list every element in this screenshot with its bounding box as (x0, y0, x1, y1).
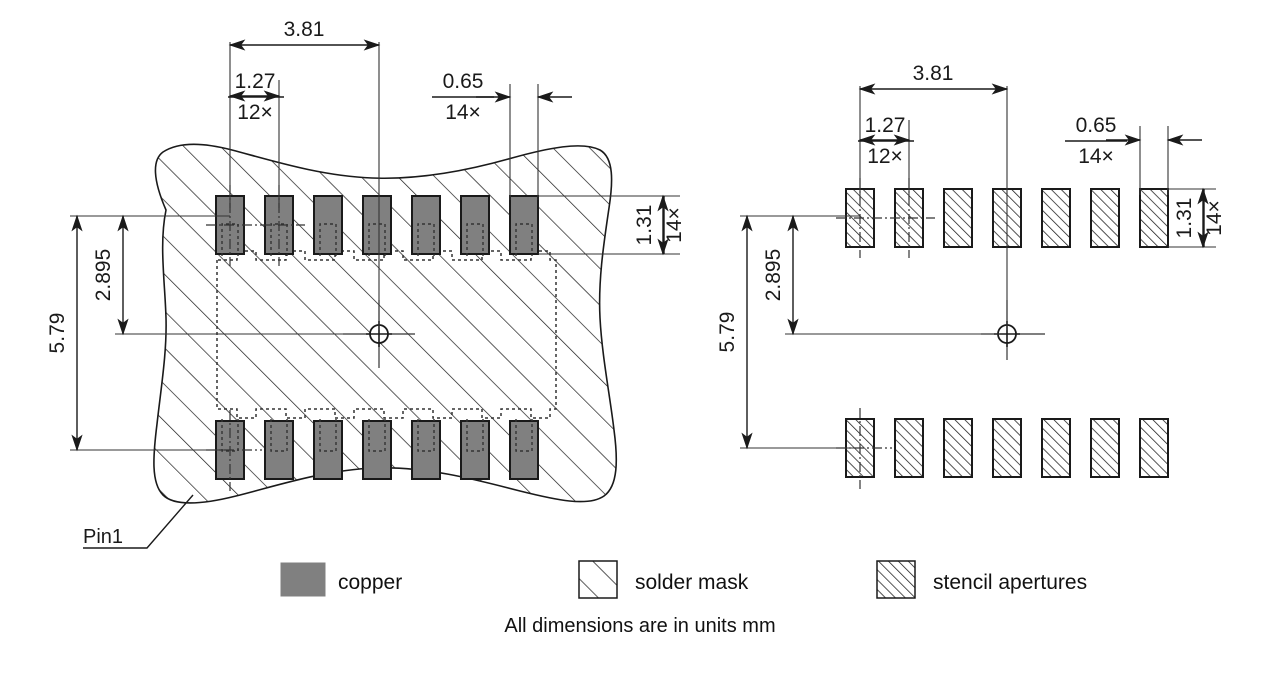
dim-2-895-right: 2.895 (762, 214, 799, 336)
copper-pad-row-bottom (215, 420, 539, 480)
dim-2-895-left: 2.895 (92, 214, 129, 336)
dim-label-2-895-left: 2.895 (92, 249, 115, 302)
stencil-aperture (1090, 418, 1120, 478)
dim-mult-14x-vertical-right: 14× (1203, 200, 1226, 236)
copper-pad (362, 420, 392, 480)
dim-mult-14x-vertical-left: 14× (663, 207, 686, 243)
legend-item-copper: copper (280, 562, 402, 597)
dim-label-3-81-right: 3.81 (913, 62, 954, 85)
dim-mult-12x-left: 12× (237, 101, 273, 124)
stencil-aperture (1139, 188, 1169, 248)
dim-mult-14x-right: 14× (1078, 145, 1114, 168)
dim-3-81-left: 3.81 (228, 18, 381, 51)
copper-pad (264, 420, 294, 480)
stencil-aperture (943, 188, 973, 248)
dim-0-65-left: 0.65 14× (432, 70, 572, 124)
dim-5-79-right: 5.79 (716, 214, 753, 450)
dim-label-0-65-right: 0.65 (1076, 114, 1117, 137)
stencil-aperture (1090, 188, 1120, 248)
legend-swatch-solder-mask (578, 560, 618, 599)
legend-label-solder-mask: solder mask (635, 571, 749, 594)
dim-label-1-27-right: 1.27 (865, 114, 906, 137)
copper-pad (509, 195, 539, 255)
stencil-aperture (1041, 418, 1071, 478)
legend-label-stencil-apertures: stencil apertures (933, 571, 1087, 594)
dim-label-1-31-right: 1.31 (1173, 198, 1196, 239)
pin1-callout: Pin1 (83, 494, 194, 549)
legend-item-stencil-apertures: stencil apertures (876, 560, 1087, 599)
left-vertical-extension-lines (70, 215, 360, 451)
stencil-aperture (1041, 188, 1071, 248)
dim-0-65-right: 0.65 14× (1065, 114, 1202, 168)
dim-label-1-27-left: 1.27 (235, 70, 276, 93)
dim-label-5-79-left: 5.79 (46, 313, 69, 354)
stencil-aperture (943, 418, 973, 478)
copper-pad (411, 420, 441, 480)
stencil-aperture (1139, 418, 1169, 478)
legend: copper solder mask stencil apertures (280, 560, 1087, 599)
copper-pad (460, 195, 490, 255)
legend-label-copper: copper (338, 571, 402, 594)
dim-1-31-right: 1.31 14× (1168, 187, 1226, 249)
copper-pad (313, 420, 343, 480)
copper-pad (509, 420, 539, 480)
right-extension-lines (859, 86, 1169, 330)
legend-swatch-stencil-apertures (876, 560, 916, 599)
dim-label-2-895-right: 2.895 (762, 249, 785, 302)
right-vertical-extension-lines (740, 215, 1000, 449)
pin1-label: Pin1 (83, 526, 123, 548)
dim-3-81-right: 3.81 (858, 62, 1009, 95)
dim-mult-14x-left: 14× (445, 101, 481, 124)
stencil-aperture (894, 418, 924, 478)
dim-mult-12x-right: 12× (867, 145, 903, 168)
left-view-copper-and-mask: 3.81 1.27 12× 0.65 14× 1.31 14× (46, 18, 686, 549)
stencil-aperture (992, 418, 1022, 478)
dim-5-79-left: 5.79 (46, 214, 83, 452)
right-view-stencil-apertures: 3.81 1.27 12× 0.65 14× 1.31 14× (716, 62, 1226, 489)
units-note: All dimensions are in units mm (504, 615, 775, 637)
copper-pad (411, 195, 441, 255)
dim-label-0-65-left: 0.65 (443, 70, 484, 93)
dim-1-27-left: 1.27 12× (228, 70, 284, 124)
copper-pad (362, 195, 392, 255)
stencil-aperture-row-bottom (845, 418, 1169, 478)
copper-pad (460, 420, 490, 480)
dim-1-27-right: 1.27 12× (858, 114, 914, 168)
copper-pad (313, 195, 343, 255)
datum-origin-marker-right (981, 300, 1045, 360)
dim-1-31-left: 1.31 14× (538, 194, 686, 256)
dim-label-3-81-left: 3.81 (284, 18, 325, 41)
dim-label-1-31-left: 1.31 (633, 205, 656, 246)
legend-swatch-copper (280, 562, 326, 597)
dim-label-5-79-right: 5.79 (716, 312, 739, 353)
legend-item-solder-mask: solder mask (578, 560, 749, 599)
